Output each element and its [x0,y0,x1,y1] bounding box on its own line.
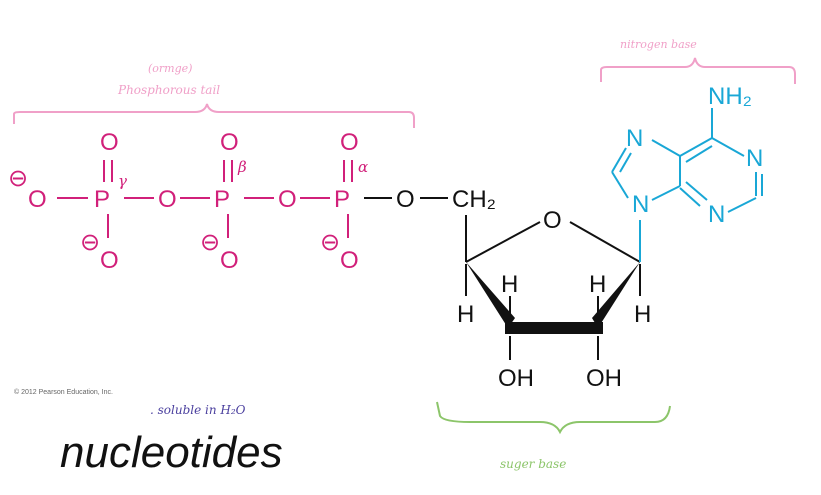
bond-line [611,147,627,173]
nitrogen-base-label: nitrogen base [620,38,697,51]
bond-line [727,197,757,213]
charge-icon: ⊖ [320,229,340,256]
bold-bond [505,322,603,334]
nitrogen-7: N [626,125,643,152]
ribose-ring: O H H H H OH OH [457,207,651,392]
oxygen-terminal: O [28,186,47,213]
linker: O CH₂ [364,186,496,213]
gamma-label: γ [118,172,127,190]
page-title: nucleotides [60,428,283,477]
oxygen-ester: O [396,186,415,213]
charge-icon: ⊖ [8,165,28,192]
bond-line [569,221,641,263]
hydroxyl-3: OH [586,365,622,392]
double-bond-line [685,145,713,163]
phosphorus-alpha: P [334,186,350,213]
double-bond-line [619,152,632,173]
amino-group: NH₂ [708,83,752,110]
hydrogen: H [589,271,606,298]
phosphate-annotation: (ormge) Phosphorous tail [117,62,220,97]
base-bracket [600,57,796,84]
oxygen-gamma-bottom: O [100,247,119,274]
bond-line [679,187,701,207]
ch2-group: CH₂ [452,186,496,213]
beta-label: β [237,158,247,176]
phosphorus-gamma: P [94,186,110,213]
oxygen-bridge-2: O [278,186,297,213]
double-bond-line [685,181,708,201]
wedge-bond [592,262,640,328]
alpha-label: α [358,158,368,176]
bond-line [679,137,713,157]
bond-line [711,137,745,157]
sugar-bracket [436,401,671,435]
oxygen-gamma-top: O [100,129,119,156]
hydrogen: H [457,301,474,328]
hydroxyl-2: OH [498,365,534,392]
hydrogen: H [501,271,518,298]
solubility-note: . soluble in H₂O [150,403,246,417]
charge-icon: ⊖ [80,229,100,256]
oxygen-bridge-1: O [158,186,177,213]
nitrogen-3: N [708,201,725,228]
oxygen-beta-top: O [220,129,239,156]
ring-oxygen: O [543,207,562,234]
bond-line [465,221,541,263]
wedge-bond [466,262,515,328]
charge-icon: ⊖ [200,229,220,256]
phosphate-chain: ⊖ O P γ O O ⊖ O P β O O ⊖ O P α O [8,129,368,274]
hydrogen: H [634,301,651,328]
oxygen-beta-bottom: O [220,247,239,274]
oxygen-alpha-bottom: O [340,247,359,274]
bond-line [611,171,629,199]
nitrogen-1: N [746,145,763,172]
phosphate-bracket [13,103,415,128]
phosphate-tail-label: Phosphorous tail [117,83,220,97]
phosphorus-beta: P [214,186,230,213]
bond-line [651,185,681,201]
bond-line [651,139,681,157]
sugar-base-label: suger base [500,457,566,471]
oxygen-alpha-top: O [340,129,359,156]
phosphate-note-top: (ormge) [148,62,192,75]
adenine-base: N N NH₂ N N [611,83,763,228]
copyright-notice: © 2012 Pearson Education, Inc. [14,389,113,396]
nitrogen-9: N [632,191,649,218]
